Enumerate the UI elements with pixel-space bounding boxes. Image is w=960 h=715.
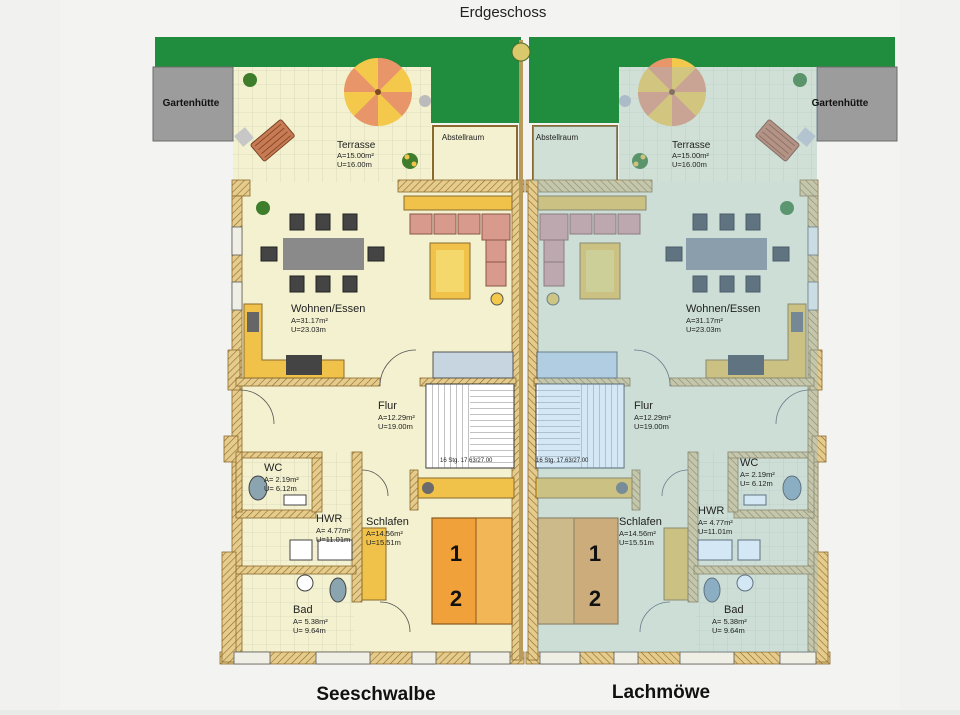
left-bedroom-area: A=14.56m² — [366, 529, 403, 538]
right-hwr-area: A= 4.77m² — [698, 518, 733, 527]
left-wc-area: A= 2.19m² — [264, 475, 299, 484]
left-stairs-label: 16 Stg. 17.63/27.00 — [440, 458, 493, 464]
page-title: Erdgeschoss — [460, 4, 547, 21]
left-wc-name: WC — [264, 462, 282, 474]
left-storage-label: Abstellraum — [442, 133, 485, 142]
right-hall-area: A=12.29m² — [634, 413, 671, 422]
left-hall-perimeter: U=19.00m — [378, 422, 413, 431]
right-terrace-area: A=15.00m² — [672, 151, 709, 160]
left-hwr-perimeter: U=11.01m — [316, 535, 350, 544]
right-terrace-perimeter: U=16.00m — [672, 160, 707, 169]
left-living-name: Wohnen/Essen — [291, 303, 365, 315]
right-terrace-name: Terrasse — [672, 140, 711, 151]
party-wall — [519, 40, 523, 660]
right-hwr-name: HWR — [698, 505, 724, 517]
right-living-name: Wohnen/Essen — [686, 303, 760, 315]
right-bath-perimeter: U= 9.64m — [712, 626, 745, 635]
right-living-area: A=31.17m² — [686, 316, 723, 325]
right-unit-drawing — [525, 36, 898, 665]
right-bedroom-name: Schlafen — [619, 516, 662, 528]
right-wc-name: WC — [740, 457, 758, 469]
right-bedroom-perimeter: U=15.51m — [619, 538, 654, 547]
right-unit-name: Lachmöwe — [612, 682, 710, 703]
left-terrace-perimeter: U=16.00m — [337, 160, 372, 169]
right-bed-label-1: 1 — [589, 541, 601, 566]
left-terrace-area: A=15.00m² — [337, 151, 374, 160]
right-bed-label-2: 2 — [589, 586, 601, 611]
left-hwr-area: A= 4.77m² — [316, 526, 351, 535]
right-bedroom-area: A=14.56m² — [619, 529, 656, 538]
tree-icon — [511, 42, 531, 62]
left-bath-area: A= 5.38m² — [293, 617, 328, 626]
left-hall-area: A=12.29m² — [378, 413, 415, 422]
left-terrace-name: Terrasse — [337, 140, 376, 151]
left-bed-label-2: 2 — [450, 586, 462, 611]
left-bath-perimeter: U= 9.64m — [293, 626, 326, 635]
left-living-area: A=31.17m² — [291, 316, 328, 325]
right-wc-perimeter: U= 6.12m — [740, 479, 773, 488]
right-hall-perimeter: U=19.00m — [634, 422, 669, 431]
left-living-perimeter: U=23.03m — [291, 325, 326, 334]
right-shed-label: Gartenhütte — [812, 98, 869, 109]
right-wc-area: A= 2.19m² — [740, 470, 775, 479]
left-wc-perimeter: U= 6.12m — [264, 484, 297, 493]
right-hall-name: Flur — [634, 400, 653, 412]
right-storage-label: Abstellraum — [536, 133, 579, 142]
left-unit-name: Seeschwalbe — [316, 684, 435, 705]
right-stairs-label: 16 Stg. 17.63/27.00 — [536, 458, 589, 464]
left-shed-label: Gartenhütte — [163, 98, 220, 109]
right-hwr-perimeter: U=11.01m — [698, 527, 732, 536]
right-bath-name: Bad — [724, 604, 744, 616]
left-bath-name: Bad — [293, 604, 313, 616]
left-hall-name: Flur — [378, 400, 397, 412]
left-bedroom-name: Schlafen — [366, 516, 409, 528]
left-bedroom-perimeter: U=15.51m — [366, 538, 401, 547]
right-living-perimeter: U=23.03m — [686, 325, 721, 334]
right-bath-area: A= 5.38m² — [712, 617, 747, 626]
left-hwr-name: HWR — [316, 513, 342, 525]
left-bed-label-1: 1 — [450, 541, 462, 566]
